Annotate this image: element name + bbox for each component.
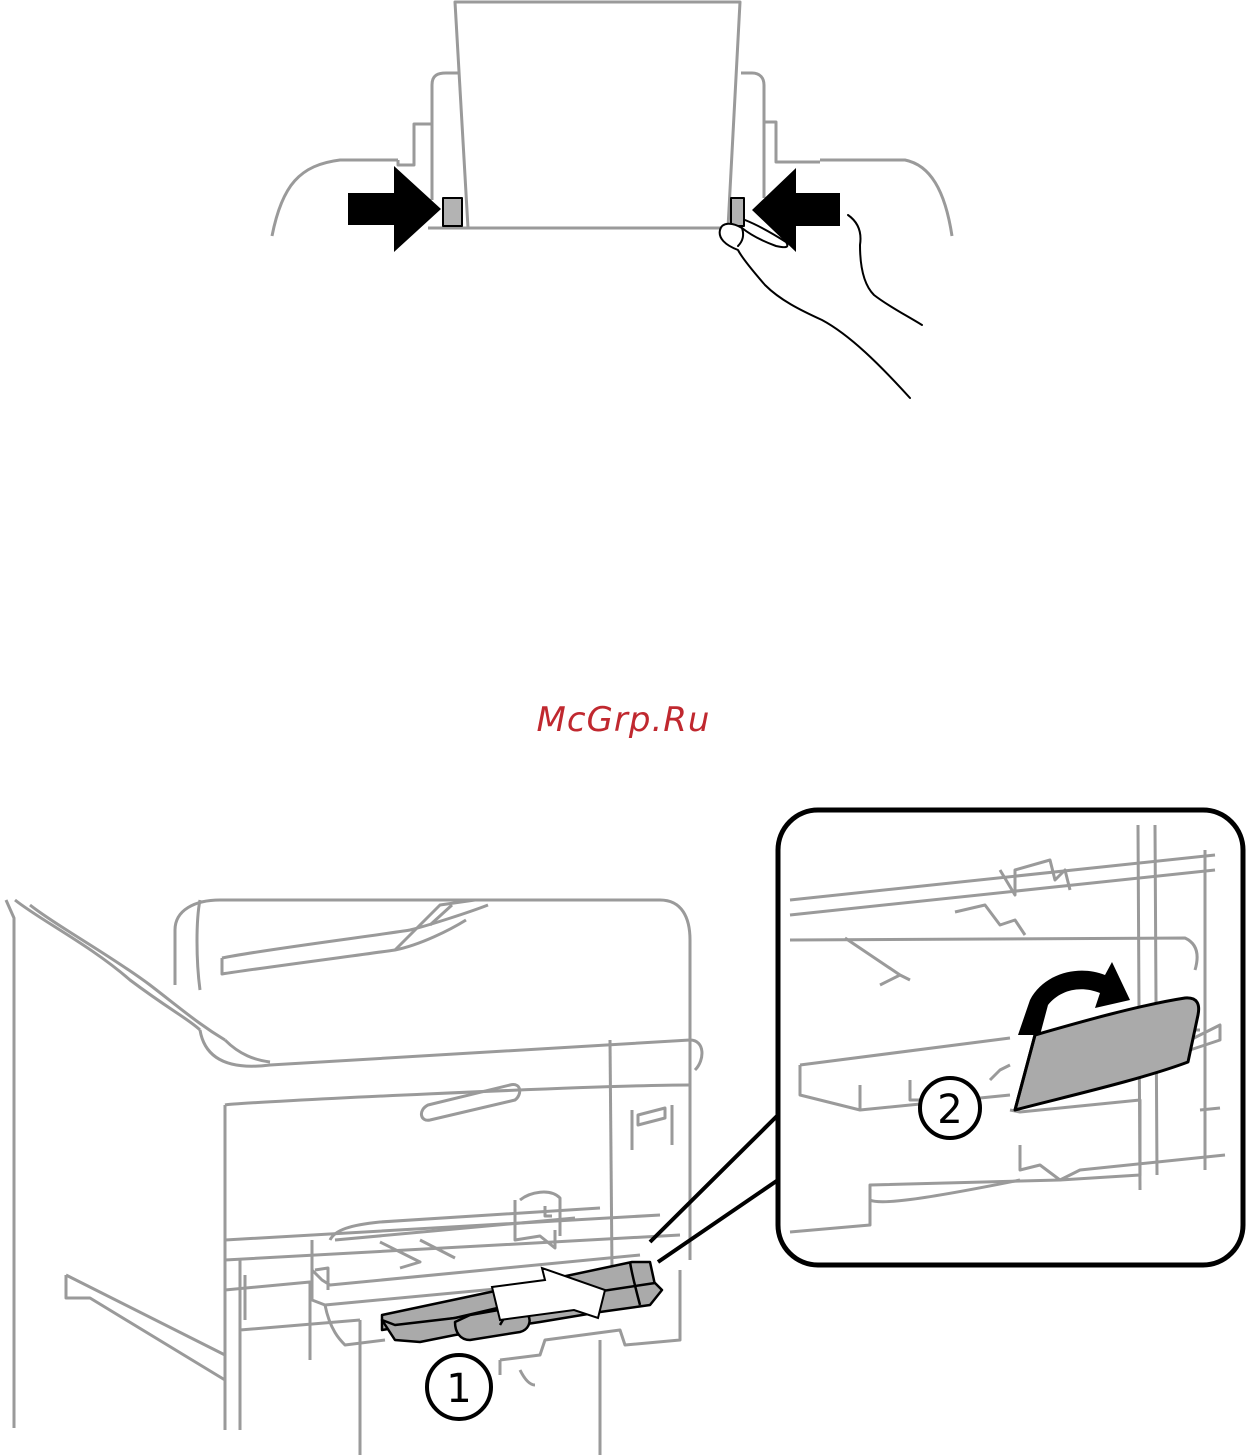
arrow-right-icon (348, 166, 441, 252)
step-badge-2: 2 (920, 1078, 980, 1138)
rail-right (741, 73, 820, 162)
printer-left-side (6, 900, 14, 1428)
edge-guide-left (443, 198, 462, 226)
edge-guide-right (731, 198, 744, 226)
step-badge-1: 1 (427, 1355, 491, 1419)
paper-sheet (455, 2, 740, 228)
hand-illustration (720, 215, 922, 398)
printer-illustration (6, 900, 702, 1455)
side-button (638, 1108, 665, 1125)
callout-leader (650, 1115, 778, 1262)
step-number-2: 2 (937, 1087, 962, 1133)
rail-left (398, 73, 458, 165)
watermark-text: McGrp.Ru (0, 700, 1247, 740)
step-number-1: 1 (446, 1366, 471, 1412)
